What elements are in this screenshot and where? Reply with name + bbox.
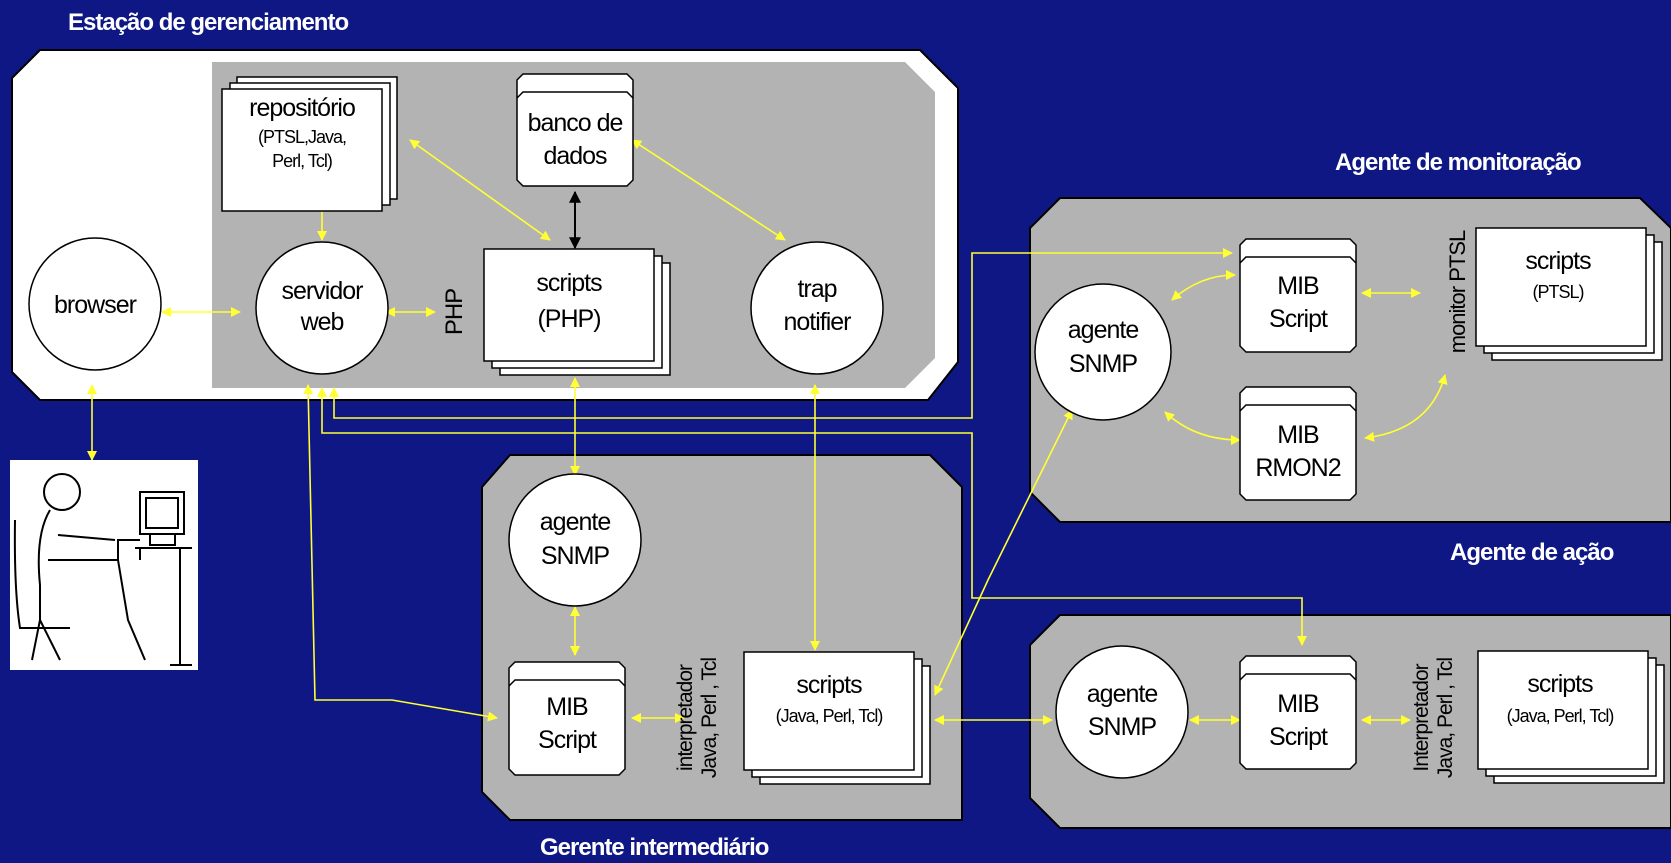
trap-notifier-node: trap notifier	[751, 242, 883, 374]
scripts-ptsl-label-1: scripts	[1525, 247, 1591, 275]
act-scripts-label-1: scripts	[1527, 670, 1593, 698]
int-scripts-label-2: (Java, Perl, Tcl)	[776, 706, 883, 726]
scripts-php-label-1: scripts	[536, 269, 602, 297]
act-agent-label-1: agente	[1087, 680, 1158, 708]
webserver-label-1: servidor	[282, 277, 364, 305]
int-mib-script-node: MIB Script	[509, 662, 625, 775]
int-mib-label-2: Script	[538, 726, 597, 754]
int-agent-label-2: SNMP	[541, 542, 610, 570]
mon-mib-rmon2-label-2: RMON2	[1255, 454, 1340, 482]
database-node: banco de dados	[517, 74, 633, 186]
scripts-php-node: scripts (PHP)	[484, 249, 670, 375]
title-monitoring-agent: Agente de monitoração	[1335, 149, 1581, 176]
int-mib-label-1: MIB	[546, 693, 588, 721]
repository-label: repositório	[249, 94, 355, 122]
trap-label-2: notifier	[783, 308, 851, 336]
mon-mib-rmon2-node: MIB RMON2	[1240, 387, 1356, 500]
mon-agent-label-2: SNMP	[1069, 350, 1138, 378]
act-scripts-node: scripts (Java, Perl, Tcl)	[1478, 651, 1664, 783]
repository-node: repositório (PTSL,Java, Perl, Tcl)	[222, 77, 397, 211]
browser-node: browser	[29, 238, 161, 370]
php-label: PHP	[441, 289, 468, 335]
title-management-station: Estação de gerenciamento	[68, 9, 348, 36]
browser-label: browser	[54, 291, 137, 319]
int-agent-label-1: agente	[540, 508, 611, 536]
title-intermediate-manager: Gerente intermediário	[540, 834, 769, 861]
trap-label-1: trap	[797, 275, 836, 303]
int-interp-line-2: Java, Perl , Tcl	[698, 658, 721, 778]
repository-sub2: Perl, Tcl)	[272, 151, 332, 171]
mon-mib-rmon2-label-1: MIB	[1277, 421, 1319, 449]
scripts-php-label-2: (PHP)	[537, 305, 600, 333]
act-agent-snmp-node: agente SNMP	[1056, 646, 1188, 778]
mon-mib-script-node: MIB Script	[1240, 239, 1356, 352]
int-interp-line-1: interpretador	[674, 664, 697, 771]
title-action-agent: Agente de ação	[1450, 539, 1614, 566]
scripts-ptsl-node: scripts (PTSL)	[1476, 228, 1662, 360]
int-interpreter-label: interpretador Java, Perl , Tcl	[674, 658, 721, 778]
database-label-2: dados	[543, 142, 607, 170]
int-scripts-label-1: scripts	[796, 671, 862, 699]
int-agent-snmp-node: agente SNMP	[509, 474, 641, 606]
int-scripts-node: scripts (Java, Perl, Tcl)	[744, 652, 930, 784]
act-scripts-label-2: (Java, Perl, Tcl)	[1507, 706, 1614, 726]
mon-agent-snmp-node: agente SNMP	[1035, 284, 1171, 420]
user-at-computer-icon	[10, 460, 198, 670]
act-agent-label-2: SNMP	[1088, 713, 1157, 741]
webserver-label-2: web	[300, 308, 344, 336]
mon-mib-script-label-1: MIB	[1277, 272, 1319, 300]
scripts-ptsl-label-2: (PTSL)	[1532, 282, 1583, 302]
monitor-ptsl-label: monitor PTSL	[1445, 230, 1470, 353]
database-label-1: banco de	[528, 109, 623, 137]
repository-sub1: (PTSL,Java,	[258, 127, 346, 147]
act-mib-label-1: MIB	[1277, 690, 1319, 718]
webserver-node: servidor web	[256, 242, 388, 374]
act-interp-line-2: Java, Perl , Tcl	[1434, 658, 1457, 778]
act-interpreter-label: Interpretador Java, Perl , Tcl	[1410, 658, 1457, 778]
mon-agent-label-1: agente	[1068, 316, 1139, 344]
connector-webserver-int-mib	[308, 385, 497, 718]
act-mib-script-node: MIB Script	[1240, 656, 1356, 769]
mon-mib-script-label-2: Script	[1269, 305, 1328, 333]
act-interp-line-1: Interpretador	[1410, 663, 1433, 771]
act-mib-label-2: Script	[1269, 723, 1328, 751]
